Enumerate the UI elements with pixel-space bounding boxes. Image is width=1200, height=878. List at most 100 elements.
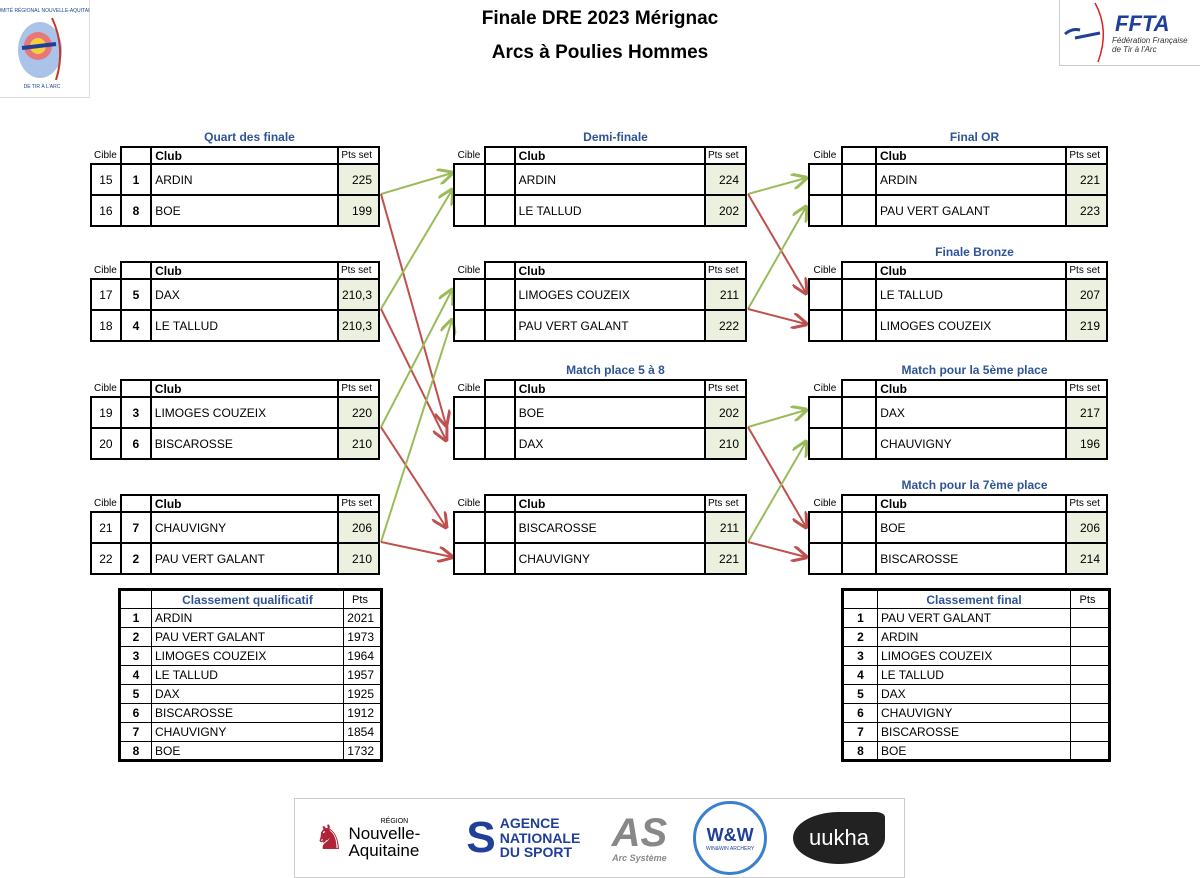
rank-cell: 2 [842,627,878,647]
pts-cell: 225 [337,163,380,196]
rank-cell: 4 [842,665,878,685]
pts-cell [1070,703,1110,723]
club-header: Club [874,261,1068,280]
pts-cell: 220 [337,396,380,429]
pts-cell: 202 [703,396,748,429]
pts-cell: 219 [1065,309,1108,342]
seed-cell: 4 [119,309,153,342]
club-header: Club [149,379,340,398]
seed-cell [483,396,516,429]
cible-cell: 15 [90,163,122,196]
club-cell: BISCAROSSE [149,427,340,460]
club-cell: LE TALLUD [877,665,1071,685]
pts-header: Pts [1070,589,1110,609]
seed-header [119,146,153,165]
pts-header: Pts [343,589,382,609]
lion-icon: ♞ [313,819,345,857]
cible-cell [453,396,486,429]
seed-header [840,494,878,513]
cible-cell [453,278,486,311]
rank-cell: 5 [842,684,878,704]
section-title: Quart des finale [204,130,295,144]
seed-header [483,494,516,513]
cible-cell: 20 [90,427,122,460]
pts-cell [1070,722,1110,742]
club-cell: DAX [875,396,1068,429]
club-cell: PAU VERT GALANT [874,194,1068,227]
club-cell: LE TALLUD [513,194,706,227]
pts-cell: 196 [1065,427,1108,460]
seed-header [840,146,877,165]
seed-cell: 5 [119,278,153,311]
rank-cell: 6 [842,703,878,723]
pts-header: Pts set [337,146,380,165]
club-cell: ARDIN [874,163,1068,196]
club-cell: LE TALLUD [151,665,344,685]
rank-cell: 3 [842,646,878,666]
sponsor-ans: S AGENCE NATIONALE DU SPORT [466,813,581,862]
pts-cell: 206 [1065,511,1108,544]
cible-cell [453,194,486,227]
seed-cell [840,511,878,544]
seed-cell: 2 [119,542,152,575]
club-cell: PAU VERT GALANT [513,309,706,342]
club-header: Club [875,379,1068,398]
pts-cell: 211 [703,511,748,544]
seed-cell [483,511,516,544]
club-cell: LIMOGES COUZEIX [513,278,706,311]
pts-cell: 210,3 [336,278,381,311]
pts-header: Pts set [703,494,748,513]
rank-cell: 8 [842,741,878,761]
pts-header: Pts set [1065,261,1108,280]
pts-cell [1070,684,1110,704]
seed-cell [840,194,877,227]
cible-cell [453,542,486,575]
cible-header: Cible [457,264,481,276]
seed-cell [840,542,878,575]
cible-cell: 21 [90,511,122,544]
pts-cell: 1912 [343,703,382,723]
pts-cell [1070,646,1110,666]
cible-header: Cible [813,149,837,161]
section-title: Match pour la 5ème place [901,363,1048,377]
club-cell: LIMOGES COUZEIX [874,309,1068,342]
club-cell: LE TALLUD [150,309,339,342]
section-title: Final OR [949,130,1000,144]
sponsors-banner: ♞ RÉGION Nouvelle-Aquitaine S AGENCE NAT… [294,798,905,878]
pts-cell: 223 [1065,194,1108,227]
pts-cell [1070,608,1110,628]
club-cell: LIMOGES COUZEIX [877,646,1071,666]
